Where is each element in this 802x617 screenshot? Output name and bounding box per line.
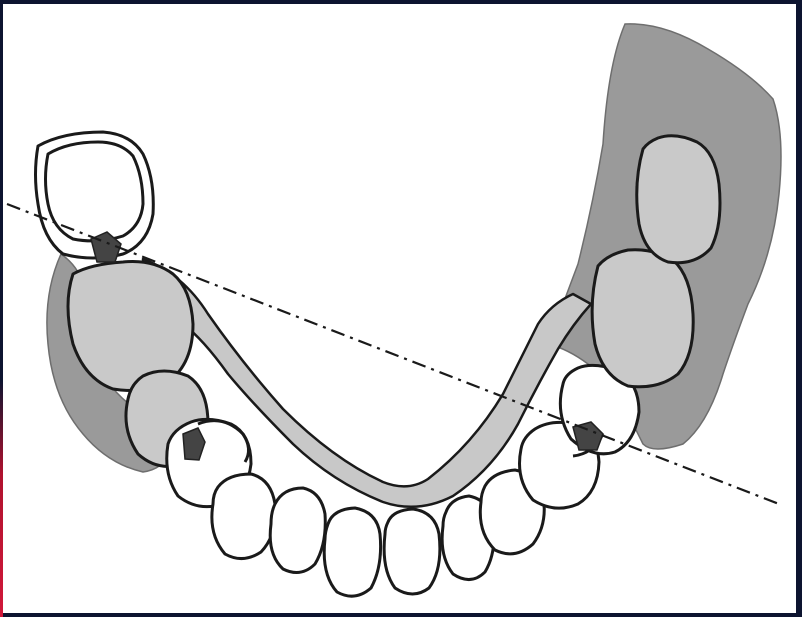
tooth-right-molar-1 — [592, 250, 693, 387]
partial-denture-diagram — [3, 4, 796, 613]
tooth-lower-incisor-left-1 — [324, 508, 380, 596]
tooth-right-molar-2 — [637, 136, 720, 263]
tooth-lower-incisor-right-1 — [384, 509, 440, 594]
diagram-canvas — [3, 4, 796, 613]
tooth-lower-incisor-left-2 — [270, 488, 325, 573]
tooth-left-molar-isolated-inner — [46, 142, 144, 241]
tooth-lower-lateral-left — [212, 474, 276, 559]
